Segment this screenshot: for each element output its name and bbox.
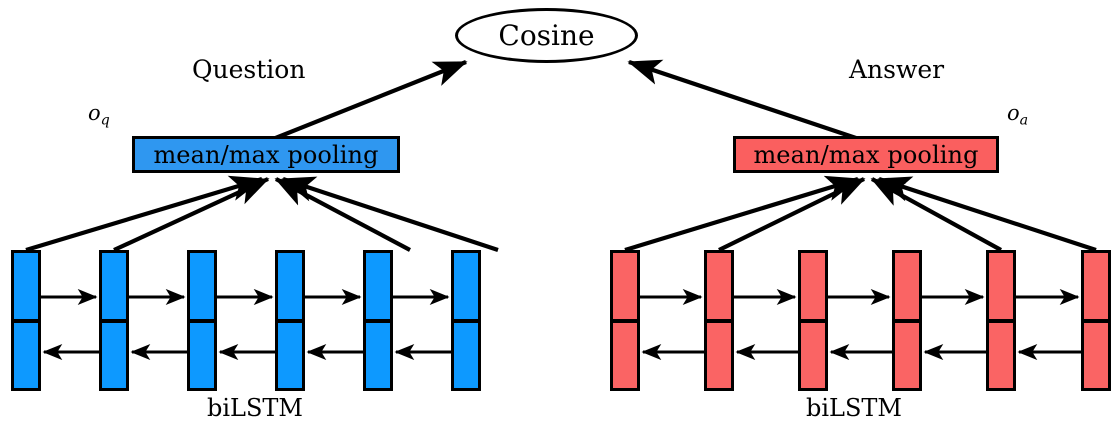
answer-lstm-cell-3[interactable] (798, 250, 828, 391)
question-pooling-label: mean/max pooling (153, 140, 379, 169)
answer-branch-label: Answer (849, 55, 945, 84)
cosine-input-edges (267, 59, 866, 143)
question-lstm-cell-5-backward (366, 323, 390, 389)
answer-output-symbol: o (1007, 101, 1020, 125)
question-lstm-cell-2-backward (102, 323, 126, 389)
answer-lstm-cell-4-forward (895, 253, 919, 323)
question-lstm-cell-4[interactable] (275, 250, 305, 391)
question-pooling-box[interactable]: mean/max pooling (132, 136, 400, 173)
answer-lstm-cell-1[interactable] (610, 250, 640, 391)
question-branch-label: Question (192, 55, 306, 84)
answer-lstm-cell-5-forward (989, 253, 1013, 323)
answer-lstm-cell-5[interactable] (986, 250, 1016, 391)
answer-lstm-cell-2[interactable] (704, 250, 734, 391)
answer-lstm-cell-3-backward (801, 323, 825, 389)
question-output-symbol: o (88, 101, 101, 125)
question-lstm-cell-1-backward (14, 323, 38, 389)
answer-output-subscript: a (1019, 112, 1029, 129)
question-lstm-cell-1-forward (14, 253, 38, 323)
question-lstm-cell-3[interactable] (187, 250, 217, 391)
question-encoder-label: biLSTM (207, 394, 303, 422)
question-lstm-cell-2-forward (102, 253, 126, 323)
question-lstm-cell-6-forward (454, 253, 478, 323)
answer-lstm-cell-2-forward (707, 253, 731, 323)
answer-pool-edges (624, 175, 1097, 253)
answer-lstm-cell-6[interactable] (1081, 250, 1111, 391)
answer-lstm-cell-4[interactable] (892, 250, 922, 391)
question-lstm-cell-3-forward (190, 253, 214, 323)
question-output-subscript: q (100, 112, 110, 129)
answer-lstm-cell-4-backward (895, 323, 919, 389)
question-lstm-cell-6-backward (454, 323, 478, 389)
answer-lstm-cell-6-forward (1084, 253, 1108, 323)
question-output-label: oq (88, 103, 110, 128)
question-lstm-cell-4-backward (278, 323, 302, 389)
answer-lstm-cell-1-forward (613, 253, 637, 323)
answer-pooling-label: mean/max pooling (753, 140, 979, 169)
question-lstm-cell-6[interactable] (451, 250, 481, 391)
question-lstm-cell-2[interactable] (99, 250, 129, 391)
question-lstm-cell-3-backward (190, 323, 214, 389)
question-lstm-cell-5[interactable] (363, 250, 393, 391)
answer-lstm-cell-3-forward (801, 253, 825, 323)
question-lstm-cell-4-forward (278, 253, 302, 323)
answer-output-label: oa (1007, 103, 1028, 128)
answer-pooling-box[interactable]: mean/max pooling (733, 136, 999, 173)
answer-encoder-label: biLSTM (806, 394, 902, 422)
answer-lstm-cell-6-backward (1084, 323, 1108, 389)
answer-lstm-cell-2-backward (707, 323, 731, 389)
answer-lstm-cell-5-backward (989, 323, 1013, 389)
question-lstm-cell-1[interactable] (11, 250, 41, 391)
question-lstm-cell-5-forward (366, 253, 390, 323)
answer-lstm-cell-1-backward (613, 323, 637, 389)
question-pool-edges (25, 175, 499, 253)
cosine-label: Cosine (498, 18, 595, 52)
cosine-node[interactable]: Cosine (455, 8, 638, 63)
